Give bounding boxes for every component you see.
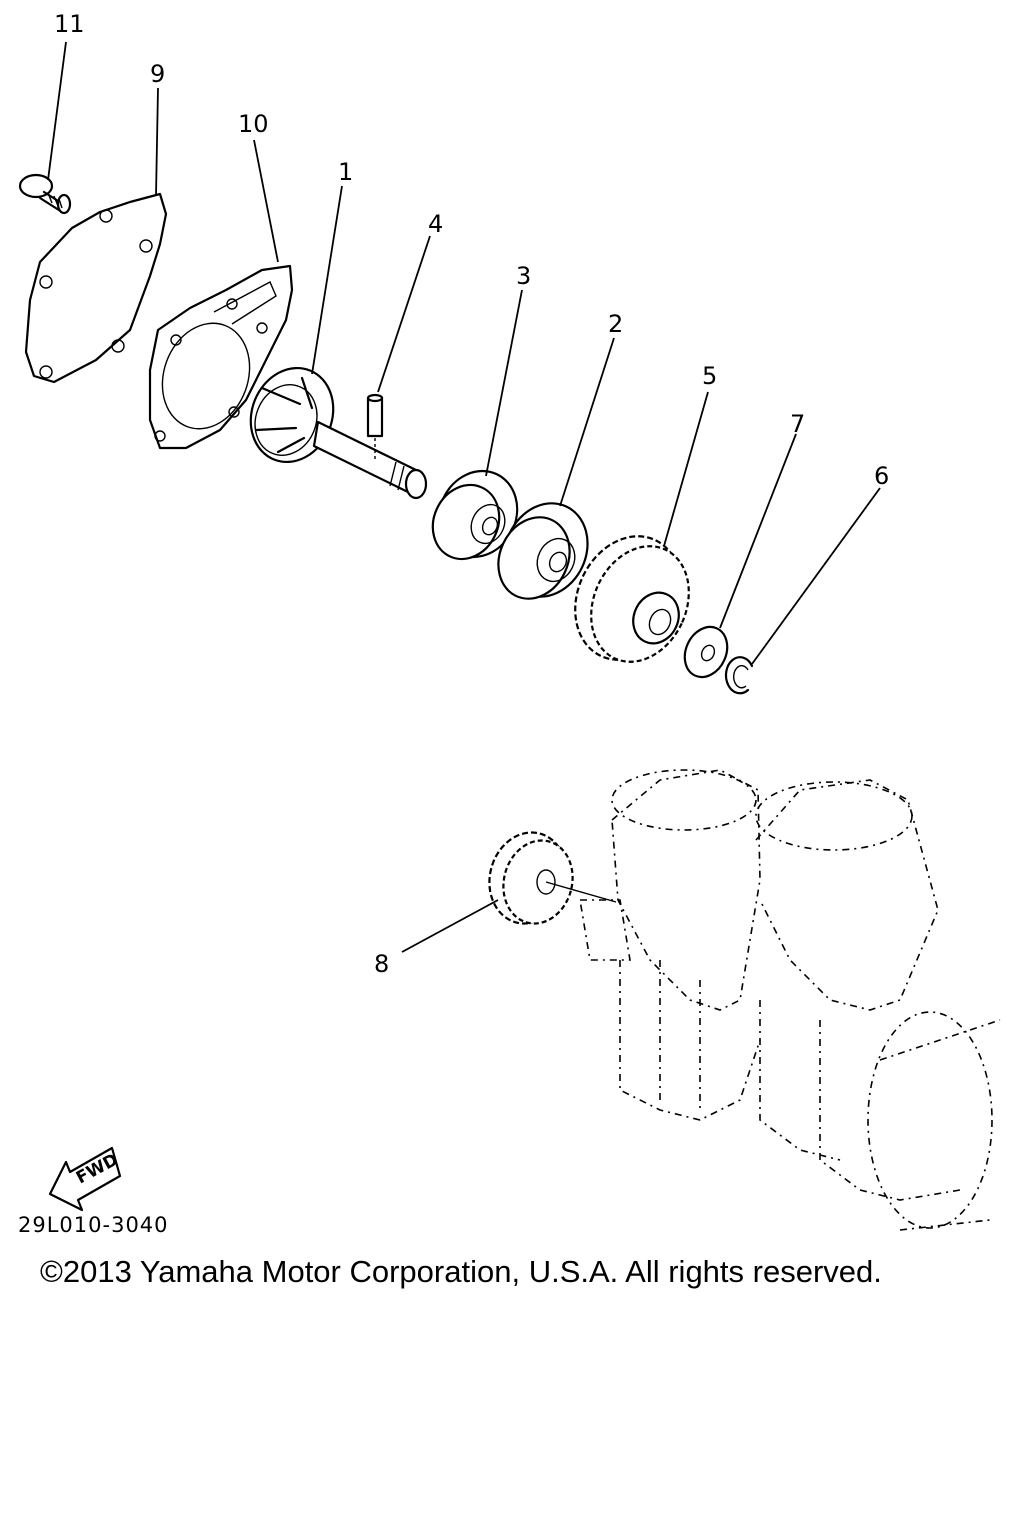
copyright-notice: ©2013 Yamaha Motor Corporation, U.S.A. A… — [40, 1254, 882, 1289]
callout-1: 1 — [338, 158, 353, 186]
callout-6: 6 — [874, 462, 889, 490]
part-2-bearing — [497, 502, 589, 600]
callout-7: 7 — [790, 410, 805, 438]
part-6-circlip — [724, 656, 754, 695]
diagram-code: 29L010-3040 — [18, 1213, 169, 1237]
part-11-bolt — [18, 173, 72, 215]
part-5-gear — [574, 535, 690, 663]
callout-5: 5 — [702, 362, 717, 390]
callout-9: 9 — [150, 60, 165, 88]
callout-8: 8 — [374, 950, 389, 978]
part-7-washer — [683, 625, 729, 679]
fwd-arrow-icon: FWD — [48, 1146, 122, 1212]
part-1-impeller-shaft — [249, 366, 428, 500]
callout-2: 2 — [608, 310, 623, 338]
part-9-cover — [24, 192, 168, 384]
part-8-drive-gear — [488, 831, 617, 925]
part-4-pin — [366, 393, 384, 460]
crankshaft-assembly — [579, 769, 1001, 1231]
callout-10: 10 — [238, 110, 269, 138]
part-3-bearing — [431, 469, 519, 561]
part-10-gasket — [148, 264, 294, 450]
callout-3: 3 — [516, 262, 531, 290]
leader-lines — [47, 41, 881, 953]
callout-4: 4 — [428, 210, 443, 238]
callout-11: 11 — [54, 10, 85, 38]
